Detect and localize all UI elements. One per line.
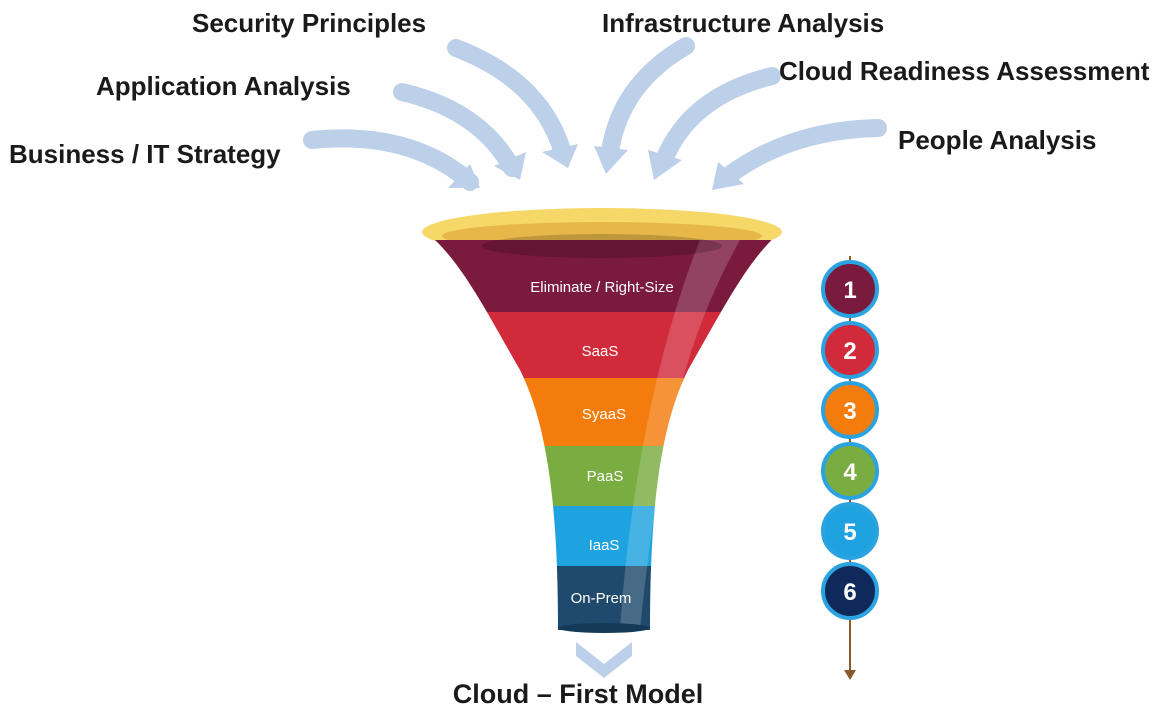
input-label-cloud-readiness: Cloud Readiness Assessment: [779, 56, 1150, 86]
step-number-5: 5: [843, 519, 856, 546]
step-circle-5: [821, 502, 879, 560]
arrow-cloud-readiness-head: [648, 150, 682, 180]
funnel-bottom: [558, 623, 650, 633]
arrow-infrastructure-analysis: [601, 37, 695, 161]
input-label-infrastructure-analysis: Infrastructure Analysis: [602, 8, 885, 38]
output-chevron-icon: [576, 642, 632, 678]
funnel-layer-eliminate: [424, 240, 782, 312]
funnel-inner-shadow: [482, 234, 722, 258]
input-label-security-principles: Security Principles: [192, 8, 427, 38]
arrow-application-analysis: [393, 83, 521, 177]
input-label-people-analysis: People Analysis: [898, 125, 1097, 155]
funnel-highlight: [620, 240, 740, 630]
funnel-label-syaas: SyaaS: [582, 406, 626, 423]
input-arrows: [303, 37, 887, 191]
step-number-3: 3: [843, 398, 856, 425]
arrow-infrastructure-analysis-head: [594, 146, 628, 174]
funnel-label-eliminate: Eliminate / Right-Size: [530, 279, 673, 296]
step-sequence: 1 2 3 4 5 6: [821, 256, 879, 680]
arrow-security-principles: [447, 39, 571, 159]
arrow-application-analysis-head: [494, 152, 526, 180]
step-circle-1: [821, 260, 879, 318]
funnel-label-saas: SaaS: [582, 343, 619, 360]
funnel-label-on-prem: On-Prem: [571, 590, 632, 607]
step-arrow-head-icon: [844, 670, 856, 680]
step-circle-6: [821, 562, 879, 620]
funnel-label-paas: PaaS: [587, 468, 624, 485]
arrow-business-strategy-head: [448, 164, 480, 188]
arrow-people-analysis-head: [712, 162, 744, 190]
arrow-people-analysis: [719, 119, 887, 185]
step-circle-2: [821, 321, 879, 379]
step-circle-3: [821, 381, 879, 439]
output-label: Cloud – First Model: [452, 679, 704, 709]
funnel-label-iaas: IaaS: [589, 537, 620, 554]
input-label-application-analysis: Application Analysis: [96, 71, 351, 101]
step-number-4: 4: [843, 459, 857, 486]
step-number-1: 1: [843, 277, 856, 304]
arrow-business-strategy: [303, 129, 479, 191]
arrow-security-principles-head: [542, 144, 578, 168]
funnel-layer-iaas: [424, 506, 782, 566]
arrow-cloud-readiness: [655, 67, 781, 169]
step-circle-4: [821, 442, 879, 500]
step-number-6: 6: [843, 579, 856, 606]
input-label-business-strategy: Business / IT Strategy: [9, 139, 281, 169]
step-number-2: 2: [843, 338, 856, 365]
funnel: Eliminate / Right-Size SaaS SyaaS PaaS I…: [422, 208, 782, 633]
